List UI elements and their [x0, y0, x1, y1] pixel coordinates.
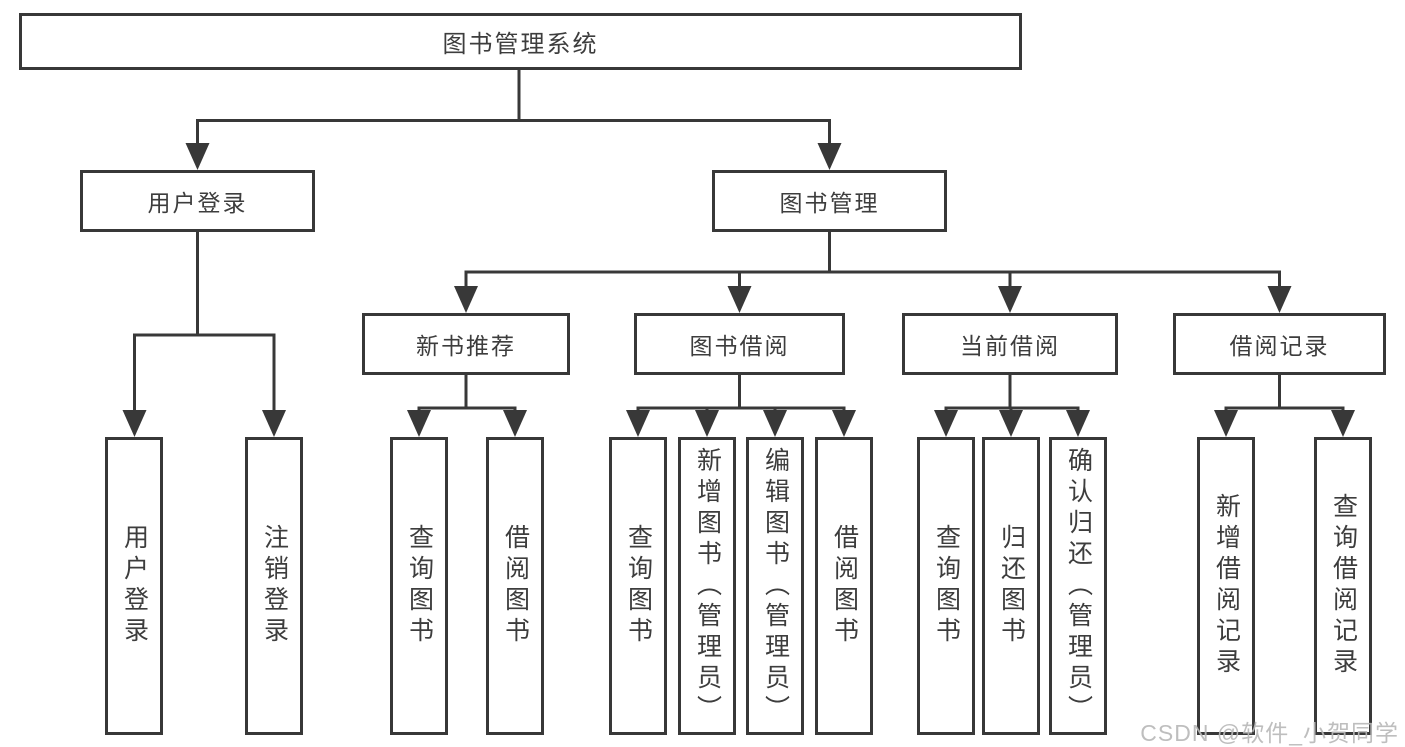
arrowhead-icon: [1066, 410, 1090, 437]
node-label: 借阅图书: [830, 524, 859, 648]
arrowhead-icon: [122, 410, 147, 437]
node-borrow-books-recommend: 借阅图书: [486, 437, 544, 735]
node-query-books-borrowing: 查询图书: [609, 437, 667, 735]
node-label: 编辑图书（管理员）: [761, 446, 790, 726]
node-current-borrowing: 当前借阅: [902, 313, 1118, 375]
node-label: 用户登录: [120, 524, 149, 648]
node-label: 图书管理: [779, 190, 880, 216]
arrowhead-icon: [763, 410, 787, 437]
node-label: 新增图书（管理员）: [693, 446, 722, 726]
node-add-books-admin: 新增图书（管理员）: [678, 437, 736, 735]
arrowhead-icon: [1267, 286, 1292, 313]
arrowhead-icon: [626, 410, 650, 437]
arrowhead-icon: [817, 143, 842, 170]
arrowhead-icon: [262, 410, 286, 437]
arrowhead-icon: [695, 410, 719, 437]
node-return-books: 归还图书: [982, 437, 1040, 735]
node-query-books-current: 查询图书: [917, 437, 975, 735]
watermark: CSDN @软件_小贺同学: [1140, 720, 1399, 746]
node-label: 当前借阅: [960, 333, 1060, 359]
arrowhead-icon: [727, 286, 752, 313]
node-label: 查询图书: [405, 524, 434, 648]
node-user-login: 用户登录: [80, 170, 315, 232]
arrowhead-icon: [832, 410, 856, 437]
arrowhead-icon: [998, 286, 1022, 313]
node-label: 新增借阅记录: [1212, 493, 1241, 679]
node-label: 图书借阅: [689, 333, 790, 359]
arrowhead-icon: [503, 410, 527, 437]
node-borrow-books-borrowing: 借阅图书: [815, 437, 873, 735]
arrowhead-icon: [454, 286, 478, 313]
node-label: 注销登录: [260, 524, 289, 648]
node-edit-books-admin: 编辑图书（管理员）: [746, 437, 804, 735]
node-logout-action: 注销登录: [245, 437, 303, 735]
node-book-borrowing: 图书借阅: [634, 313, 845, 375]
node-library-management-system: 图书管理系统: [19, 13, 1022, 70]
node-book-management: 图书管理: [712, 170, 947, 232]
node-label: 归还图书: [997, 524, 1026, 648]
node-label: 查询图书: [624, 524, 653, 648]
node-query-books-recommend: 查询图书: [390, 437, 448, 735]
node-label: 图书管理系统: [442, 31, 599, 58]
node-confirm-return-admin: 确认归还（管理员）: [1049, 437, 1107, 735]
node-label: 确认归还（管理员）: [1064, 446, 1093, 726]
arrowhead-icon: [1214, 410, 1238, 437]
node-label: 用户登录: [147, 190, 248, 216]
arrowhead-icon: [934, 410, 958, 437]
arrowhead-icon: [185, 143, 210, 170]
node-label: 查询图书: [932, 524, 961, 648]
node-borrowing-records: 借阅记录: [1173, 313, 1386, 375]
arrowhead-icon: [999, 410, 1023, 437]
node-user-login-action: 用户登录: [105, 437, 163, 735]
node-label: 新书推荐: [416, 333, 516, 359]
arrowhead-icon: [407, 410, 431, 437]
node-label: 借阅图书: [501, 524, 530, 648]
node-label: 借阅记录: [1229, 333, 1330, 359]
node-query-borrow-record: 查询借阅记录: [1314, 437, 1372, 735]
node-add-borrow-record: 新增借阅记录: [1197, 437, 1255, 735]
arrowhead-icon: [1331, 410, 1355, 437]
node-label: 查询借阅记录: [1329, 493, 1358, 679]
node-new-book-recommendation: 新书推荐: [362, 313, 570, 375]
